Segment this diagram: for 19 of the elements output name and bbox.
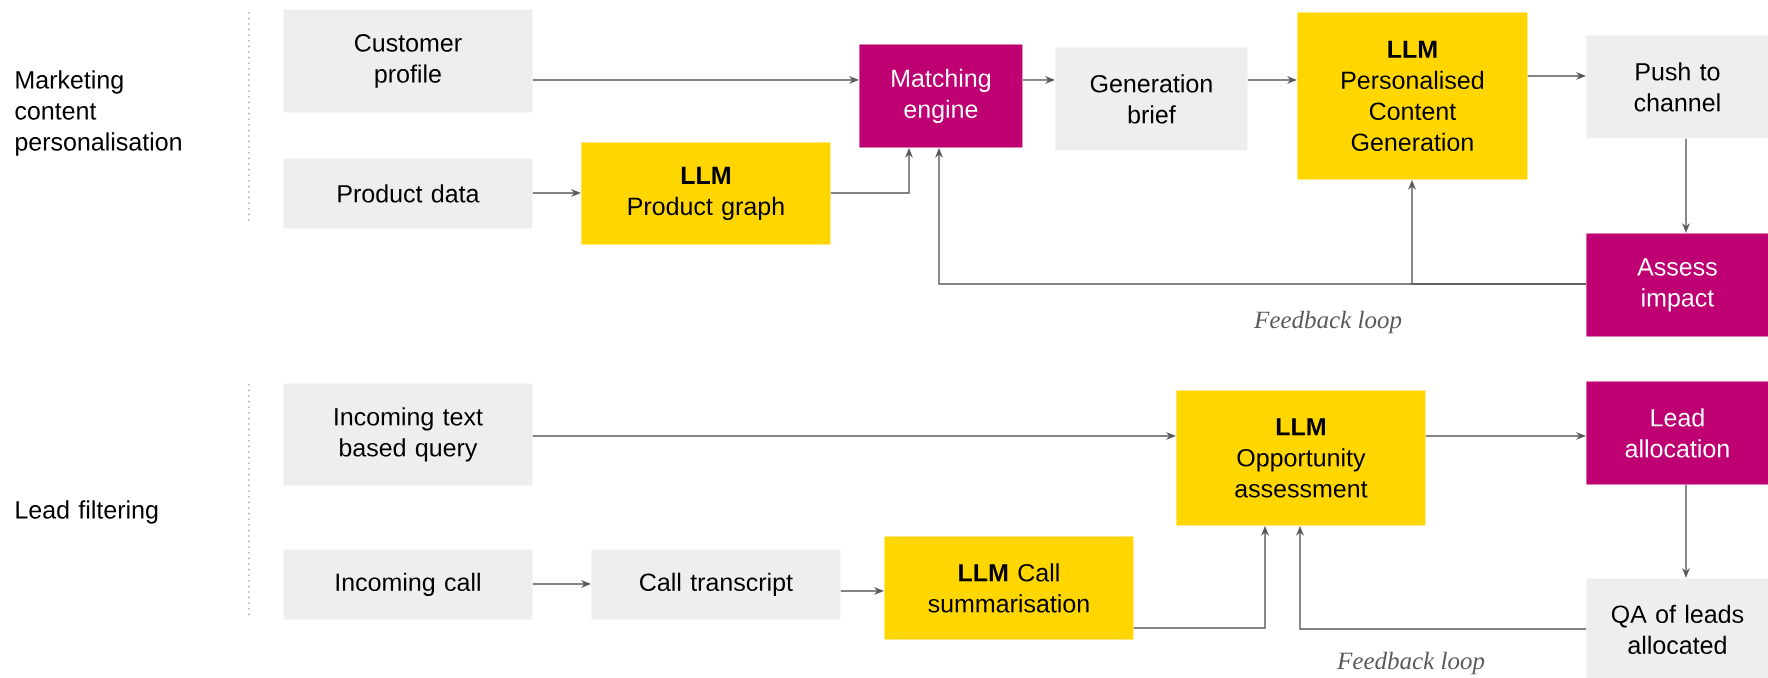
- llm-box: LLM Call summarisation: [884, 536, 1134, 640]
- process-box: Assess impact: [1586, 233, 1768, 337]
- process-box: Generation brief: [1055, 47, 1248, 151]
- process-box: Lead allocation: [1586, 381, 1768, 485]
- llm-box: LLM Product graph: [581, 142, 831, 245]
- process-box: Call transcript: [591, 549, 841, 620]
- process-box: Incoming call: [283, 549, 533, 620]
- section-label: Marketing content personalisation: [15, 70, 181, 156]
- process-box: Customer profile: [283, 9, 533, 113]
- edge-label: Feedback loop: [1335, 649, 1487, 677]
- process-box: Push to channel: [1586, 35, 1768, 139]
- process-box: Matching engine: [859, 44, 1023, 148]
- process-box: Product data: [283, 158, 533, 229]
- edge-label: Feedback loop: [1252, 308, 1404, 336]
- process-box: QA of leads allocated: [1586, 578, 1768, 678]
- llm-box: LLM Opportunity assessment: [1176, 390, 1426, 526]
- llm-box: LLM Personalised Content Generation: [1297, 12, 1528, 180]
- process-box: Incoming text based query: [283, 383, 533, 486]
- section-label: Lead filtering: [16, 500, 158, 524]
